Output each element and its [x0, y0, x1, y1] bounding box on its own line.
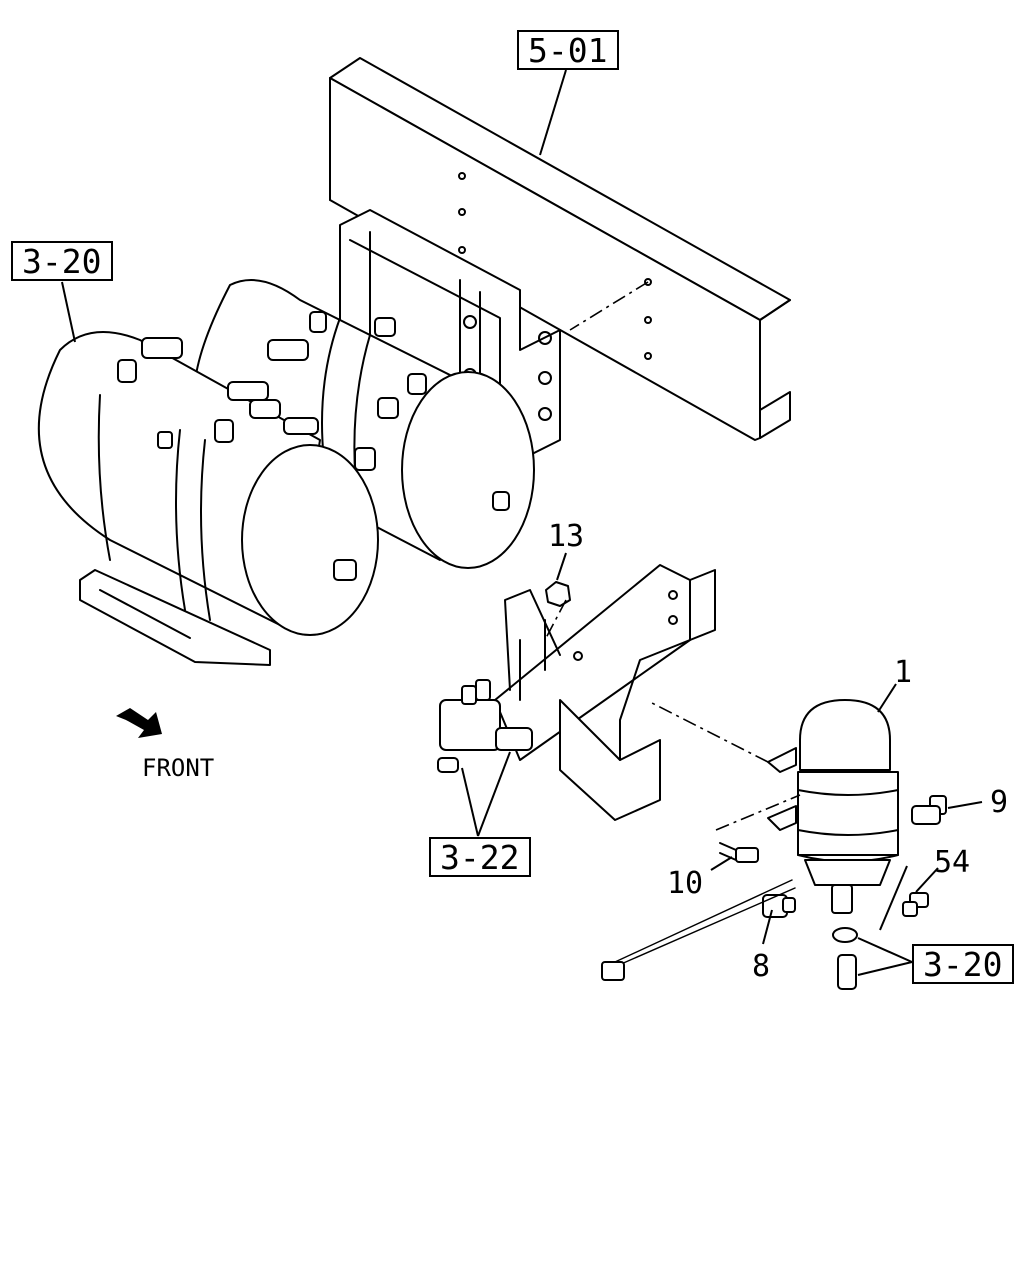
valve-bracket — [437, 564, 716, 821]
fitting-8 — [762, 894, 796, 918]
callout-tank: 3-20 — [11, 241, 113, 281]
fitting-9 — [911, 795, 947, 825]
callout-valve-label: 3-22 — [440, 838, 519, 877]
front-label: FRONT — [142, 754, 214, 782]
front-indicator: FRONT — [116, 708, 214, 782]
part-number-1: 1 — [894, 655, 912, 690]
sensor-harness — [601, 879, 796, 981]
part-number-8: 8 — [752, 949, 770, 984]
callout-valve: 3-22 — [429, 837, 531, 877]
part-number-10: 10 — [667, 866, 703, 901]
callout-frame: 5-01 — [517, 30, 619, 70]
callout-frame-label: 5-01 — [528, 31, 607, 70]
part-number-13: 13 — [548, 519, 584, 554]
drain-parts — [832, 927, 858, 990]
callout-dryer-label: 3-20 — [923, 945, 1002, 984]
callout-tank-label: 3-20 — [22, 242, 101, 281]
frame-rail — [329, 57, 791, 441]
leader-lines — [61, 69, 983, 976]
fitting-54 — [902, 892, 929, 917]
part-number-9: 9 — [990, 785, 1008, 820]
front-arrow-icon — [116, 708, 162, 738]
nut-13 — [545, 581, 571, 639]
air-dryer — [649, 699, 899, 914]
air-tanks — [37, 279, 535, 666]
part-number-54: 54 — [934, 845, 970, 880]
bolt-10 — [715, 794, 801, 863]
callout-dryer: 3-20 — [912, 944, 1014, 984]
